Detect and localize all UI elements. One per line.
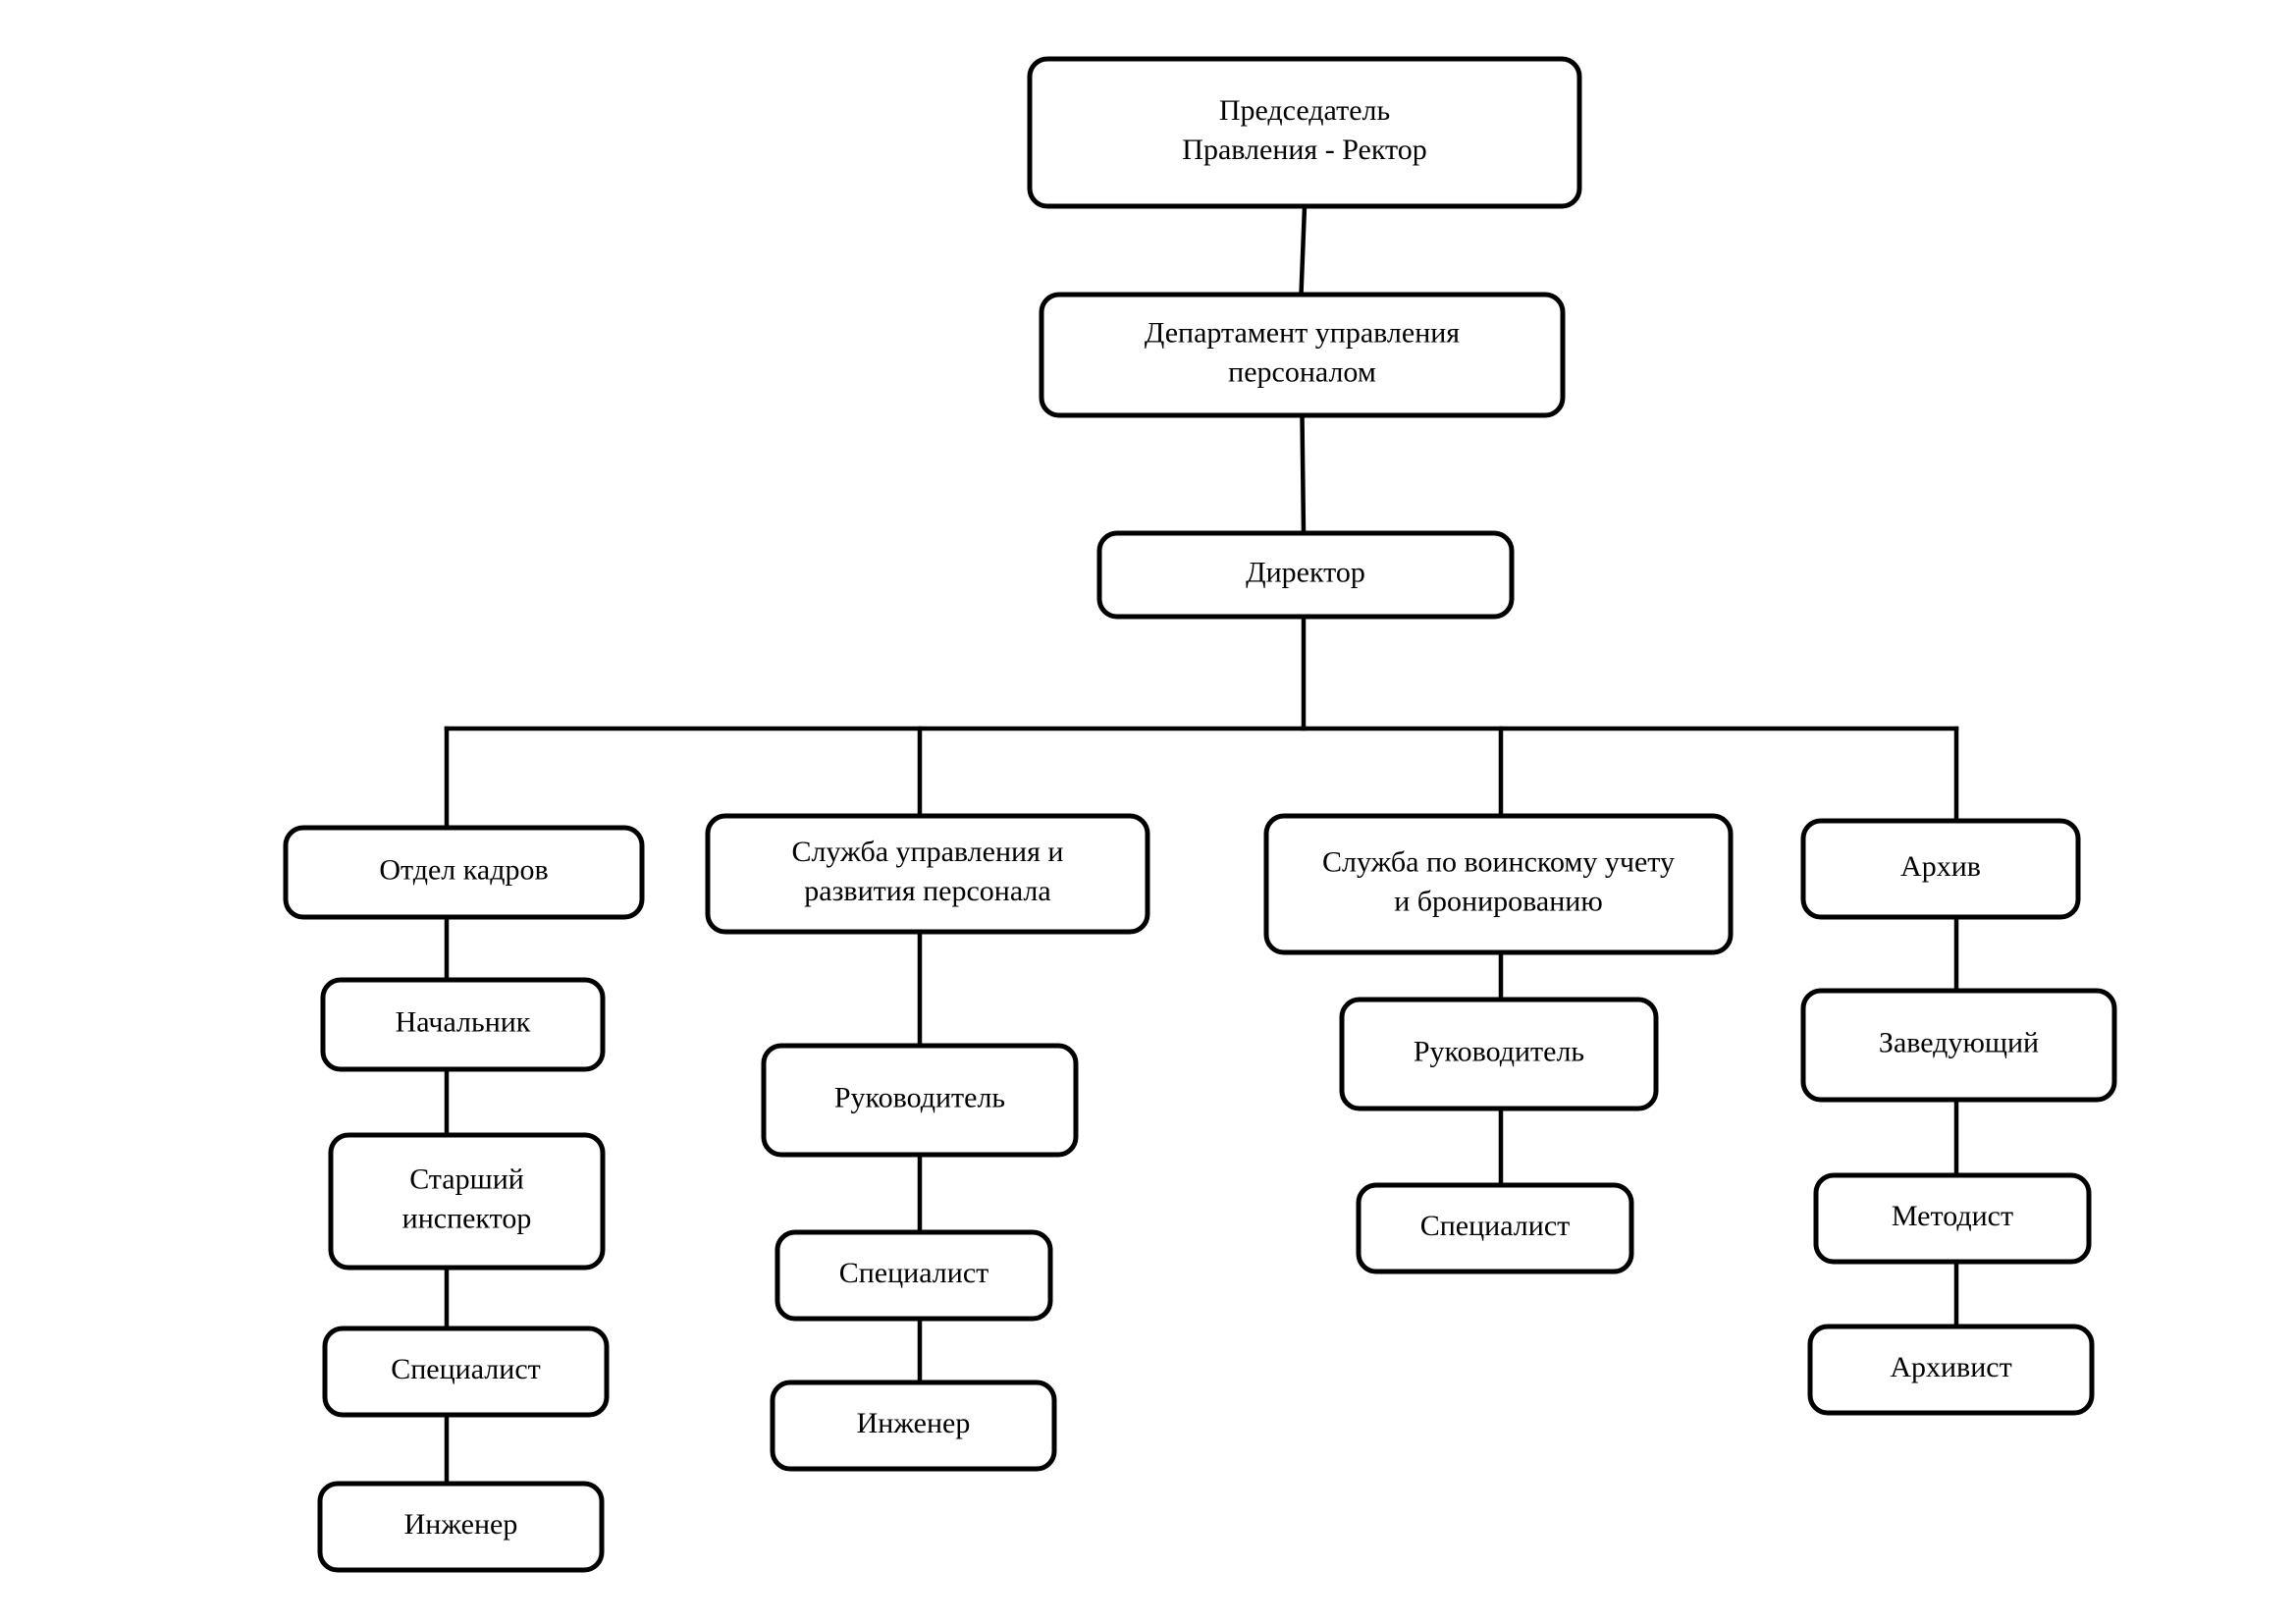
node-label: Отдел кадров (379, 853, 548, 886)
node-box (322, 1326, 610, 1418)
node-label: и бронированию (1394, 885, 1603, 917)
node-label: персоналом (1228, 355, 1376, 388)
node-label: Специалист (391, 1353, 541, 1385)
node-label: Правления - Ректор (1182, 134, 1426, 166)
node-box (320, 977, 606, 1072)
node-label: инспектор (402, 1202, 532, 1234)
node-box (770, 1380, 1057, 1472)
node-box (1027, 56, 1582, 209)
node-label: Методист (1892, 1200, 2013, 1232)
node-box (761, 1043, 1079, 1158)
node-label: Инженер (857, 1407, 971, 1439)
node-box (283, 825, 645, 920)
node-box (1813, 1172, 2092, 1265)
node-branch-4-head: Архив (1800, 818, 2081, 920)
node-branch-3-head: Служба по воинскому учету и бронированию (1263, 813, 1734, 955)
connector-lines (444, 203, 1959, 1487)
node-branch-2-staff-1: Руководитель (761, 1043, 1079, 1158)
node-label: Директор (1246, 556, 1365, 588)
node-branch-1-head: Отдел кадров (283, 825, 645, 920)
node-label: Департамент управления (1145, 316, 1460, 349)
node-box (1339, 997, 1659, 1111)
node-label: развития персонала (804, 875, 1050, 907)
node-label: Старший (409, 1163, 524, 1195)
node-box (1800, 988, 2117, 1103)
node-branch-1-staff-3: Специалист (322, 1326, 610, 1418)
node-label: Архивист (1890, 1351, 2011, 1383)
node-box (317, 1481, 605, 1573)
node-box (705, 813, 1150, 935)
node-label: Начальник (396, 1005, 531, 1038)
node-director: Директор (1096, 530, 1515, 620)
node-label: Специалист (1420, 1210, 1571, 1242)
node-label: Руководитель (834, 1081, 1005, 1113)
node-box (1807, 1324, 2095, 1416)
node-box (1800, 818, 2081, 920)
node-branch-1-staff-4: Инженер (317, 1481, 605, 1573)
node-label: Руководитель (1414, 1035, 1584, 1067)
node-branch-3-staff-2: Специалист (1356, 1182, 1634, 1274)
node-hr-department: Департамент управления персоналом (1039, 292, 1566, 418)
node-box (774, 1229, 1053, 1322)
node-label: Служба по воинскому учету (1322, 845, 1675, 878)
node-branch-1-staff-2: Старший инспектор (328, 1132, 606, 1271)
node-box (1039, 292, 1566, 418)
node-label: Заведующий (1879, 1026, 2039, 1058)
node-branch-2-head: Служба управления и развития персонала (705, 813, 1150, 935)
connector-department-director (1300, 412, 1307, 536)
node-branch-4-staff-3: Архивист (1807, 1324, 2095, 1416)
node-label: Специалист (839, 1257, 989, 1289)
node-branch-3-staff-1: Руководитель (1339, 997, 1659, 1111)
node-branch-2-staff-2: Специалист (774, 1229, 1053, 1322)
node-branch-4-staff-1: Заведующий (1800, 988, 2117, 1103)
node-box (1263, 813, 1734, 955)
node-label: Служба управления и (792, 836, 1064, 868)
node-branch-2-staff-3: Инженер (770, 1380, 1057, 1472)
node-box (1356, 1182, 1634, 1274)
node-branch-1-staff-1: Начальник (320, 977, 606, 1072)
node-label: Архив (1900, 850, 1981, 883)
node-label: Инженер (404, 1508, 518, 1541)
node-box (328, 1132, 606, 1271)
node-box (1096, 530, 1515, 620)
node-branch-4-staff-2: Методист (1813, 1172, 2092, 1265)
node-label: Председатель (1219, 94, 1390, 127)
connector-root-department (1299, 203, 1308, 298)
